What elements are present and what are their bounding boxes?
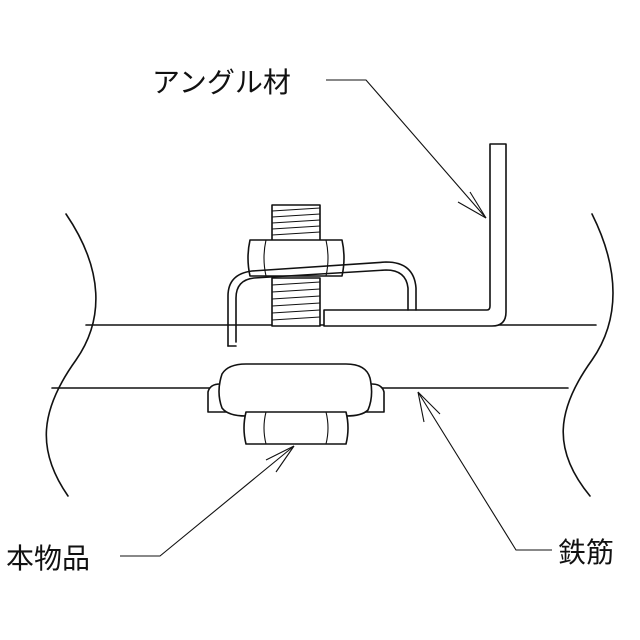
leader-angle [326, 80, 486, 218]
rebar-left-break [46, 214, 96, 496]
leader-product [120, 446, 294, 556]
bolt-upper-thread [272, 205, 320, 241]
clamp-body [208, 364, 384, 416]
rebar-right-break [563, 214, 613, 496]
angle-member [324, 144, 506, 326]
leader-rebar [418, 392, 552, 550]
label-rebar: 鉄筋 [558, 536, 614, 569]
label-angle-member: アングル材 [152, 66, 291, 99]
label-product: 本物品 [6, 542, 90, 575]
lower-hex-nut [244, 412, 348, 444]
bolt-middle-thread [272, 278, 320, 326]
